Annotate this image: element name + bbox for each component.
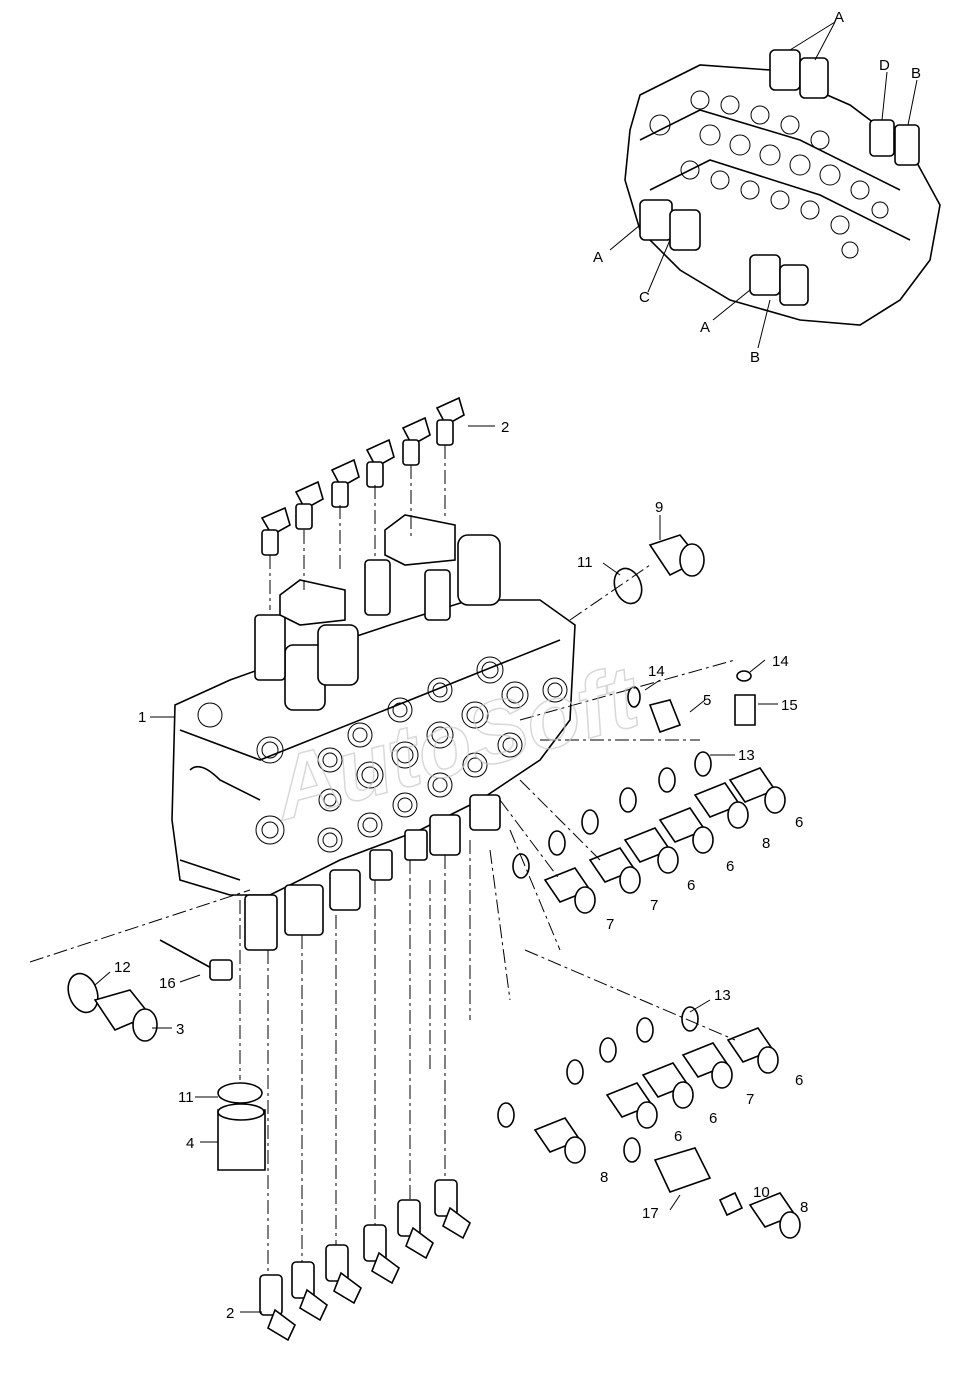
dashed-centerlines xyxy=(29,445,736,1275)
bottom-elbow-fittings xyxy=(259,1179,471,1342)
callout-inset-a-top: A xyxy=(834,9,844,26)
callout-part-9: 9 xyxy=(655,499,663,516)
top-elbow-fittings xyxy=(260,396,465,556)
callout-part-11-bottom: 11 xyxy=(178,1089,194,1106)
callout-part-5: 5 xyxy=(703,692,711,709)
callout-part-6-c: 6 xyxy=(687,877,695,894)
callout-inset-b-top: B xyxy=(911,65,921,82)
callout-part-2-bottom: 2 xyxy=(226,1305,234,1322)
callout-part-4: 4 xyxy=(186,1135,194,1152)
callout-inset-a-left: A xyxy=(593,249,603,266)
callout-part-6-d: 6 xyxy=(795,1072,803,1089)
callout-part-2-top: 2 xyxy=(501,419,509,436)
callout-part-8-b: 8 xyxy=(600,1169,608,1186)
callout-part-1: 1 xyxy=(138,709,146,726)
inset-valve-view xyxy=(624,49,941,326)
main-valve-body xyxy=(171,514,576,951)
callout-part-6-b: 6 xyxy=(726,858,734,875)
callout-inset-a-bottom: A xyxy=(700,319,710,336)
callout-part-7-c: 7 xyxy=(746,1091,754,1108)
callout-part-12: 12 xyxy=(114,959,131,976)
callout-part-7-a: 7 xyxy=(650,897,658,914)
callout-part-6-a: 6 xyxy=(795,814,803,831)
callout-part-6-e: 6 xyxy=(709,1110,717,1127)
callout-part-14-a: 14 xyxy=(648,663,665,680)
callout-part-15: 15 xyxy=(781,697,798,714)
inset-leaders xyxy=(609,21,918,349)
callout-part-14-b: 14 xyxy=(772,653,789,670)
callout-part-7-b: 7 xyxy=(606,916,614,933)
callout-inset-d: D xyxy=(879,57,890,74)
hex-fittings xyxy=(93,534,801,1239)
callout-part-13-top: 13 xyxy=(738,747,755,764)
o-rings xyxy=(67,567,752,1163)
part-leaders xyxy=(94,425,778,1313)
callout-part-17: 17 xyxy=(642,1205,659,1222)
callout-inset-b-bottom: B xyxy=(750,349,760,366)
callout-part-8-c: 8 xyxy=(800,1199,808,1216)
callout-part-11-top: 11 xyxy=(577,554,593,571)
callout-part-10: 10 xyxy=(753,1184,770,1201)
callout-part-13-bottom: 13 xyxy=(714,987,731,1004)
callout-part-8-a: 8 xyxy=(762,835,770,852)
callout-inset-c: C xyxy=(639,289,650,306)
callout-part-16: 16 xyxy=(159,975,176,992)
callout-part-3: 3 xyxy=(176,1021,184,1038)
callout-part-6-f: 6 xyxy=(674,1128,682,1145)
